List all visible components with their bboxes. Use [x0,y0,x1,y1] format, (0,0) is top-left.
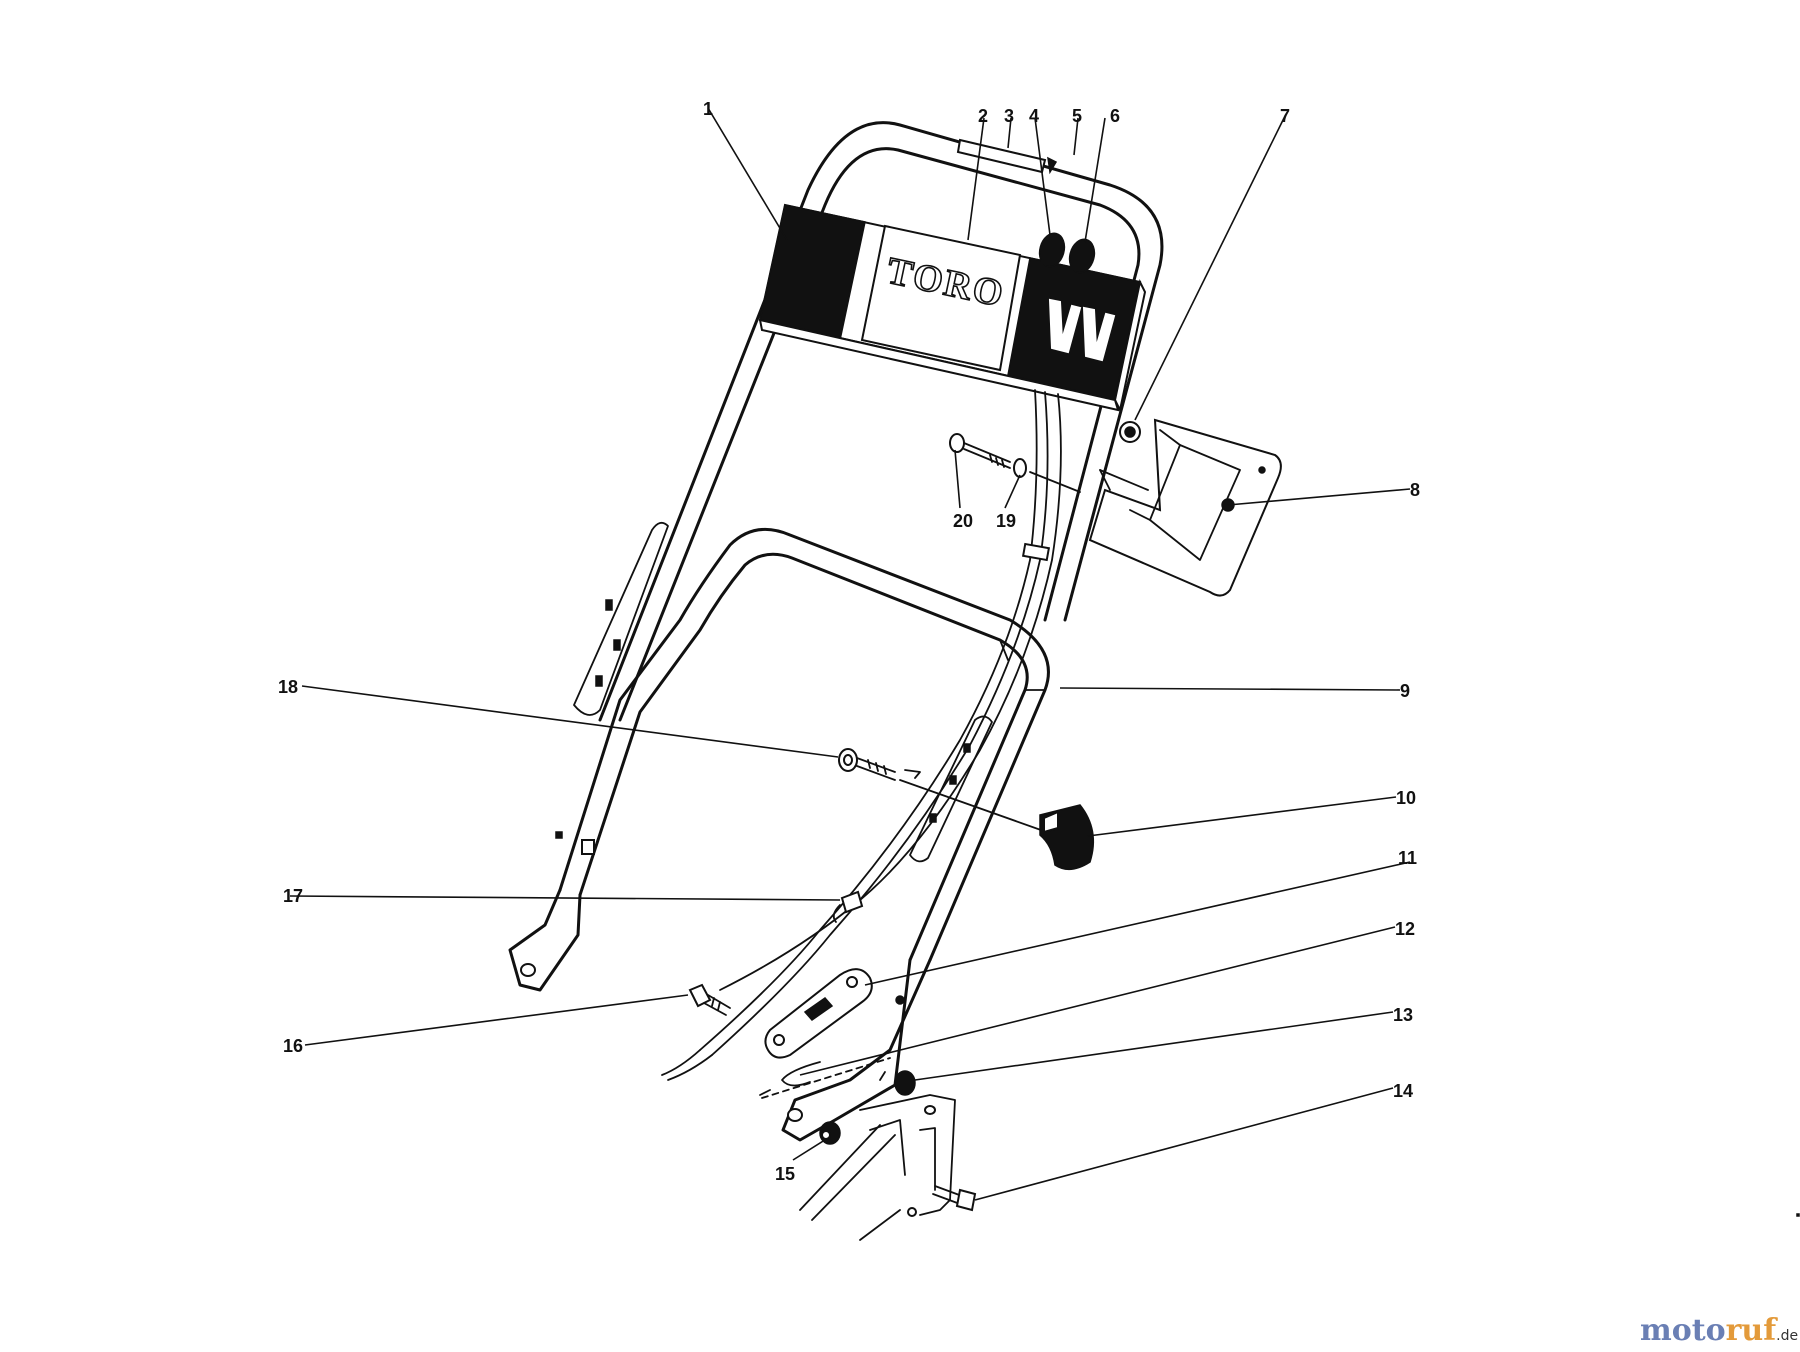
callout-14: 14 [1393,1081,1413,1101]
leader-lines [289,107,1411,1201]
motoruf-watermark: motoruf.de [1640,1313,1798,1348]
callout-18: 18 [278,677,298,697]
bracket-8 [1088,418,1282,597]
choke-knob [1068,238,1096,274]
callout-19: 19 [996,511,1016,531]
callout-labels: 1 2 3 4 5 6 7 8 9 10 11 12 13 14 15 16 1… [278,99,1420,1184]
callout-20: 20 [953,511,973,531]
watermark-suffix: .de [1776,1328,1798,1344]
right-grip-rail [909,715,993,863]
deck-mount-bracket [799,1094,956,1241]
washer-19 [1013,458,1027,478]
callout-13: 13 [1393,1005,1413,1025]
throttle-knob [1038,232,1066,268]
scan-speck [1796,1213,1800,1217]
callout-6: 6 [1110,106,1120,126]
right-lower-leg [781,958,932,1142]
left-lower-leg [508,831,595,992]
handle-knob-10 [1039,804,1095,871]
callout-7: 7 [1280,106,1290,126]
bolt-14 [932,1185,977,1212]
bolt-20 [949,433,1011,469]
bracket-11 [764,968,873,1059]
svg-text:motoruf.de: motoruf.de [1640,1313,1798,1348]
cable-clip-17 [832,890,864,923]
control-panel: TORO [758,203,1147,414]
callout-10: 10 [1396,788,1416,808]
watermark-part1: moto [1640,1313,1726,1348]
lower-handle [558,527,1050,962]
callout-12: 12 [1395,919,1415,939]
callout-11: 11 [1398,848,1417,868]
callout-15: 15 [775,1164,795,1184]
callout-17: 17 [283,886,303,906]
callout-8: 8 [1410,480,1420,500]
nut-7 [1119,421,1141,443]
callout-3: 3 [1004,106,1014,126]
callout-1: 1 [703,99,713,119]
callout-16: 16 [283,1036,303,1056]
upper-handle [598,121,1164,722]
knob-13 [879,1070,916,1096]
bolt-16 [688,983,731,1016]
callout-2: 2 [978,106,988,126]
callout-9: 9 [1400,681,1410,701]
left-grip-rail [573,521,669,716]
callout-5: 5 [1072,106,1082,126]
watermark-part2: ruf [1726,1313,1779,1348]
hairpin-12 [759,1057,891,1099]
bolt-18 [838,748,896,781]
callout-4: 4 [1029,106,1039,126]
